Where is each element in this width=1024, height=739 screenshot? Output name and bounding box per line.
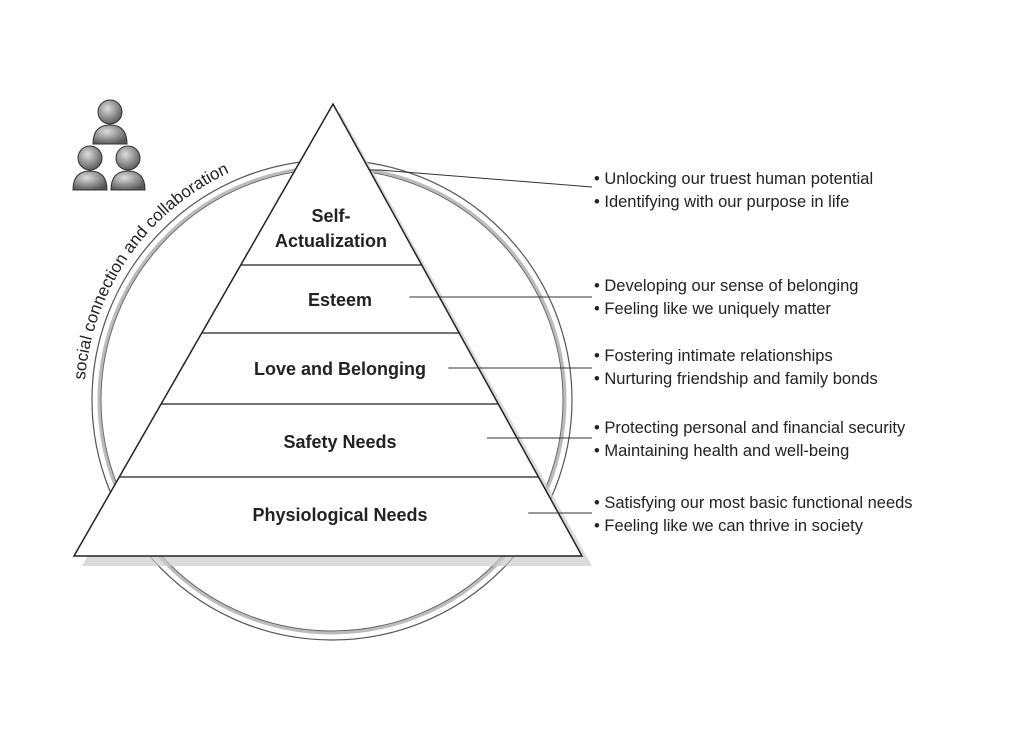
note-item: Developing our sense of belonging	[594, 275, 858, 298]
note-item: Identifying with our purpose in life	[594, 191, 873, 214]
person-icon	[110, 145, 146, 191]
person-icon	[92, 99, 128, 145]
note-item: Protecting personal and financial securi…	[594, 417, 905, 440]
level-label: Actualization	[275, 231, 387, 251]
note-item: Satisfying our most basic functional nee…	[594, 492, 912, 515]
level-label: Self-	[311, 206, 350, 226]
level-notes: Unlocking our truest human potentialIden…	[594, 168, 873, 214]
level-label: Safety Needs	[283, 432, 396, 452]
level-label: Physiological Needs	[252, 505, 427, 525]
level-notes: Developing our sense of belongingFeeling…	[594, 275, 858, 321]
note-item: Nurturing friendship and family bonds	[594, 368, 877, 391]
level-notes: Fostering intimate relationshipsNurturin…	[594, 345, 878, 391]
note-item: Maintaining health and well-being	[594, 440, 905, 463]
note-item: Feeling like we can thrive in society	[594, 515, 913, 538]
people-group-icon	[72, 99, 146, 191]
leader-line	[370, 169, 593, 188]
level-notes: Satisfying our most basic functional nee…	[594, 492, 913, 538]
note-item: Feeling like we uniquely matter	[594, 298, 858, 321]
level-label: Love and Belonging	[254, 359, 426, 379]
pyramid	[72, 102, 584, 557]
note-item: Fostering intimate relationships	[594, 345, 878, 368]
leader-lines	[370, 169, 593, 514]
level-label: Esteem	[308, 290, 372, 310]
note-item: Unlocking our truest human potential	[594, 168, 873, 191]
level-notes: Protecting personal and financial securi…	[594, 417, 905, 463]
person-icon	[72, 145, 108, 191]
